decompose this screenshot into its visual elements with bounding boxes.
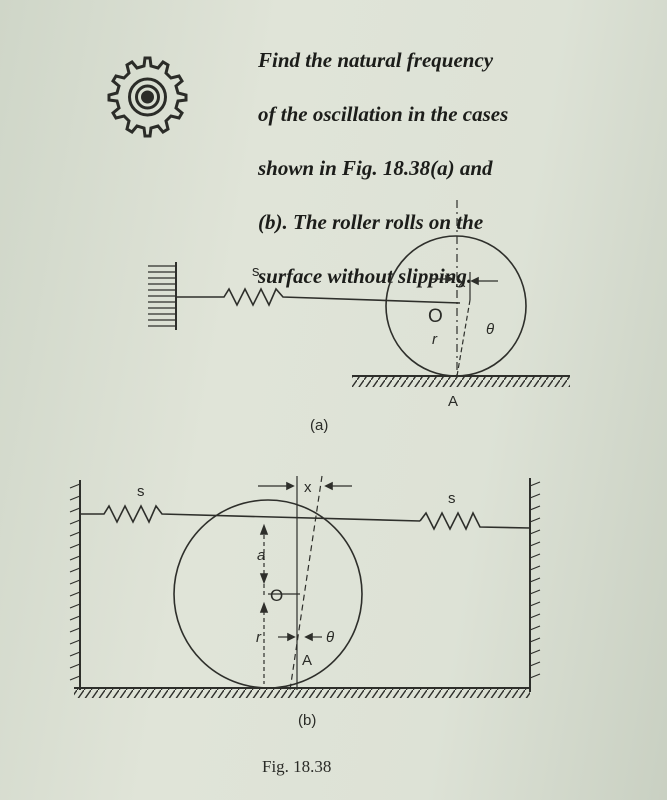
theta-label-a: θ [486,321,494,338]
a-label-b: a [257,547,265,564]
problem-line: surface without slipping. [258,264,473,288]
tilted-line-a [456,299,471,377]
left-wall-hatching [69,483,81,681]
spring-b-left [80,504,421,524]
contact-label-b: A [302,652,312,669]
caption-a: (a) [310,417,328,434]
radius-label-a: r [432,331,438,348]
wall-hatching [148,265,176,327]
radius-label-b: r [256,629,262,646]
spring-label-b-right: s [448,490,456,507]
theta-label-b: θ [326,629,334,646]
problem-statement: Find the natural frequency of the oscill… [258,20,598,317]
contact-label-a: A [448,393,458,410]
spring-label-b-left: s [137,483,145,500]
x-label-b: x [304,479,312,496]
center-label-b: O [270,586,283,605]
spring-b-right [419,511,531,531]
gear-icon [107,56,188,138]
spring-label-a: s [252,263,260,280]
figure-b [69,475,541,698]
caption-b: (b) [298,712,316,729]
problem-line: shown in Fig. 18.38(a) and [258,156,493,180]
problem-line: Find the natural frequency [258,48,494,72]
problem-line: (b). The roller rolls on the [258,210,484,234]
tilted-line-b [289,475,323,691]
figure-a [148,200,570,387]
center-label-a: O [428,306,443,327]
problem-line: of the oscillation in the cases [258,102,509,126]
roller-a [385,235,527,377]
right-wall-hatching [529,481,541,679]
figure-caption: Fig. 18.38 [262,757,331,776]
spring-a [176,287,461,307]
x-label-a: x [458,274,466,291]
